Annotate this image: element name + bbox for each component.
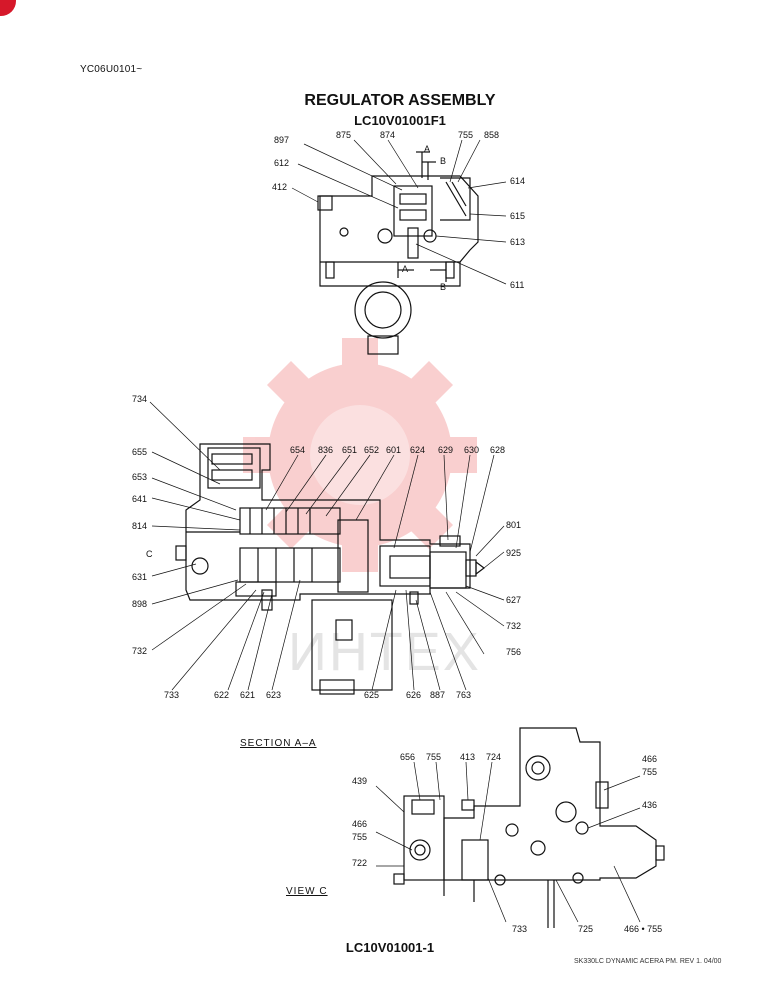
callout-626: 626 [406,690,421,700]
callout-630: 630 [464,445,479,455]
callout-755-b: 755 [352,832,367,842]
watermark-text: ИНТЕХ [288,622,481,682]
callout-897: 897 [274,135,289,145]
callout-623: 623 [266,690,281,700]
callout-a-lower: A [402,264,408,274]
callout-836: 836 [318,445,333,455]
callout-439: 439 [352,776,367,786]
callout-466-a: 466 [352,819,367,829]
callout-466-755: 466 • 755 [624,924,662,934]
callout-763: 763 [456,690,471,700]
callout-625: 625 [364,690,379,700]
callout-733: 733 [512,924,527,934]
callout-724: 724 [486,752,501,762]
callout-627: 627 [506,595,521,605]
callout-734: 734 [132,394,147,404]
callout-656: 656 [400,752,415,762]
callout-631: 631 [132,572,147,582]
callout-629: 629 [438,445,453,455]
callout-898: 898 [132,599,147,609]
callout-b-lower: B [440,282,446,292]
callout-756: 756 [506,647,521,657]
callout-755-c: 755 [642,767,657,777]
callout-624: 624 [410,445,425,455]
callout-c: C [146,549,153,559]
footer-text: SK330LC DYNAMIC ACERA PM. REV 1. 04/00 [574,958,722,965]
callout-622: 622 [214,690,229,700]
doc-code: YC06U0101~ [80,64,143,75]
callout-436: 436 [642,800,657,810]
callout-887: 887 [430,690,445,700]
callout-a-top: A [424,144,430,154]
callout-641: 641 [132,494,147,504]
page-title: REGULATOR ASSEMBLY [304,92,496,109]
view-caption: VIEW C [286,886,328,897]
callout-613: 613 [510,237,525,247]
callout-b-top: B [440,156,446,166]
callout-722: 722 [352,858,367,868]
callout-651: 651 [342,445,357,455]
bottom-title: LC10V01001-1 [345,940,435,955]
callout-801: 801 [506,520,521,530]
callout-611: 611 [510,280,524,290]
callout-733-left: 733 [164,690,179,700]
callout-655: 655 [132,447,147,457]
watermark-gear-icon [243,338,477,572]
callout-925: 925 [506,548,521,558]
callout-725: 725 [578,924,593,934]
callout-732-left: 732 [132,646,147,656]
callout-614: 614 [510,176,525,186]
callout-615: 615 [510,211,525,221]
callout-654: 654 [290,445,305,455]
page-subtitle: LC10V01001F1 [354,113,446,128]
callout-732-right: 732 [506,621,521,631]
section-caption: SECTION A–A [240,738,317,749]
callout-612: 612 [274,158,289,168]
callout-621: 621 [240,690,255,700]
callout-755-a: 755 [426,752,441,762]
callout-755: 755 [458,130,473,140]
callout-875: 875 [336,130,351,140]
callout-653: 653 [132,472,147,482]
callout-814: 814 [132,521,147,531]
callout-412: 412 [272,182,287,192]
callout-628: 628 [490,445,505,455]
callout-466-b: 466 [642,754,657,764]
callout-601: 601 [386,445,401,455]
callout-652: 652 [364,445,379,455]
callout-858: 858 [484,130,499,140]
callout-874: 874 [380,130,395,140]
callout-413: 413 [460,752,475,762]
